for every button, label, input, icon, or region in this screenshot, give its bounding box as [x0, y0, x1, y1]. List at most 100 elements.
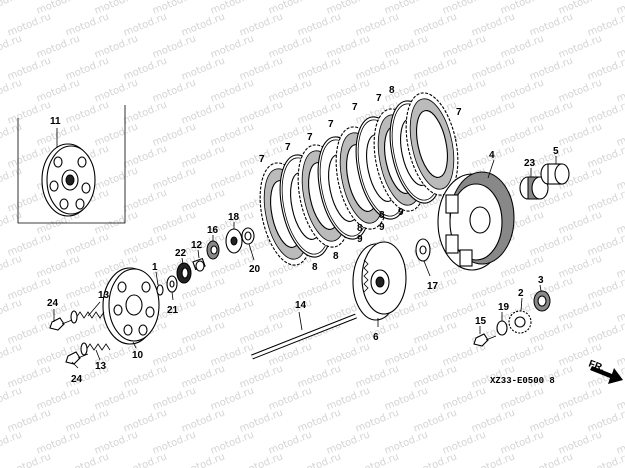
- watermark-text: motod.ru: [0, 429, 24, 456]
- watermark-text: motod.ru: [615, 0, 625, 17]
- watermark-text: motod.ru: [238, 319, 285, 346]
- label-8a: 8: [389, 85, 395, 96]
- label-21: 21: [167, 305, 179, 316]
- watermark-text: motod.ru: [325, 341, 372, 368]
- watermark-text: motod.ru: [6, 55, 53, 82]
- clutch-spring-lower: [80, 342, 111, 356]
- watermark-text: motod.ru: [64, 55, 111, 82]
- watermark-text: motod.ru: [35, 33, 82, 60]
- label-9a: 9: [357, 234, 363, 245]
- watermark-text: motod.ru: [238, 55, 285, 82]
- watermark-text: motod.ru: [470, 11, 517, 38]
- watermark-text: motod.ru: [6, 363, 53, 390]
- label-7g: 7: [456, 107, 462, 118]
- label-5: 5: [553, 146, 559, 157]
- watermark-text: motod.ru: [586, 187, 625, 214]
- thrust-washer-17: [415, 238, 431, 262]
- watermark-text: motod.ru: [6, 275, 53, 302]
- watermark-text: motod.ru: [586, 319, 625, 346]
- watermark-text: motod.ru: [267, 429, 314, 456]
- label-9b: 9: [379, 222, 385, 233]
- watermark-text: motod.ru: [557, 77, 604, 104]
- watermark-text: motod.ru: [383, 429, 430, 456]
- label-7e: 7: [352, 102, 358, 113]
- watermark-text: motod.ru: [441, 385, 488, 412]
- watermark-text: motod.ru: [586, 231, 625, 258]
- label-6: 6: [373, 332, 379, 343]
- watermark-text: motod.ru: [122, 11, 169, 38]
- watermark-text: motod.ru: [151, 385, 198, 412]
- watermark-text: motod.ru: [122, 407, 169, 434]
- lock-nut: [206, 240, 220, 260]
- watermark-text: motod.ru: [151, 121, 198, 148]
- label-7a: 7: [259, 154, 265, 165]
- watermark-text: motod.ru: [354, 451, 401, 468]
- watermark-text: motod.ru: [296, 363, 343, 390]
- watermark-text: motod.ru: [354, 11, 401, 38]
- gear-bearing: [533, 290, 551, 312]
- watermark-text: motod.ru: [0, 165, 24, 192]
- watermark-text: motod.ru: [93, 77, 140, 104]
- watermark-text: motod.ru: [499, 429, 546, 456]
- watermark-text: motod.ru: [470, 275, 517, 302]
- watermark-text: motod.ru: [296, 407, 343, 434]
- watermark-text: motod.ru: [499, 33, 546, 60]
- watermark-text: motod.ru: [151, 209, 198, 236]
- watermark-text: motod.ru: [528, 99, 575, 126]
- watermark-text: motod.ru: [557, 429, 604, 456]
- snap-ring: [156, 284, 164, 296]
- watermark-text: motod.ru: [209, 165, 256, 192]
- watermark-text: motod.ru: [35, 253, 82, 280]
- watermark-text: motod.ru: [0, 253, 24, 280]
- watermark-text: motod.ru: [93, 429, 140, 456]
- label-15: 15: [475, 316, 487, 327]
- watermark-text: motod.ru: [209, 33, 256, 60]
- front-direction-arrow: FR.: [587, 358, 623, 384]
- watermark-text: motod.ru: [35, 385, 82, 412]
- pushrod: [251, 313, 357, 360]
- watermark-text: motod.ru: [557, 121, 604, 148]
- watermark-text: motod.ru: [122, 99, 169, 126]
- watermark-text: motod.ru: [180, 231, 227, 258]
- watermark-text: motod.ru: [180, 11, 227, 38]
- label-1: 1: [152, 262, 158, 273]
- label-8d: 8: [357, 223, 363, 234]
- watermark-text: motod.ru: [354, 363, 401, 390]
- washer-19: [496, 320, 508, 336]
- watermark-text: motod.ru: [528, 407, 575, 434]
- bolt-upper: [49, 317, 73, 331]
- watermark-text: motod.ru: [180, 451, 227, 468]
- watermark-text: motod.ru: [64, 231, 111, 258]
- watermark-text: motod.ru: [528, 55, 575, 82]
- watermark-text: motod.ru: [325, 429, 372, 456]
- label-10: 10: [132, 350, 144, 361]
- label-14: 14: [295, 300, 307, 311]
- watermark-text: motod.ru: [180, 319, 227, 346]
- watermark-text: motod.ru: [180, 187, 227, 214]
- watermark-text: motod.ru: [528, 231, 575, 258]
- label-24b: 24: [71, 374, 83, 385]
- watermark-text: motod.ru: [209, 77, 256, 104]
- watermark-text: motod.ru: [499, 77, 546, 104]
- watermark-text: motod.ru: [209, 429, 256, 456]
- label-13a: 13: [98, 290, 110, 301]
- watermark-text: motod.ru: [267, 33, 314, 60]
- friction-disc: [405, 92, 459, 196]
- watermark-text: motod.ru: [180, 55, 227, 82]
- watermark-text: motod.ru: [151, 341, 198, 368]
- drive-gear: [508, 310, 532, 334]
- watermark-text: motod.ru: [470, 407, 517, 434]
- watermark-text: motod.ru: [64, 11, 111, 38]
- watermark-text: motod.ru: [412, 451, 459, 468]
- watermark-text: motod.ru: [64, 407, 111, 434]
- gear-bolt: [473, 333, 497, 347]
- label-23: 23: [524, 158, 536, 169]
- watermark-text: motod.ru: [35, 429, 82, 456]
- watermark-text: motod.ru: [0, 297, 24, 324]
- watermark-text: motod.ru: [528, 451, 575, 468]
- watermark-text: motod.ru: [0, 33, 24, 60]
- label-3: 3: [538, 275, 544, 286]
- watermark-text: motod.ru: [412, 11, 459, 38]
